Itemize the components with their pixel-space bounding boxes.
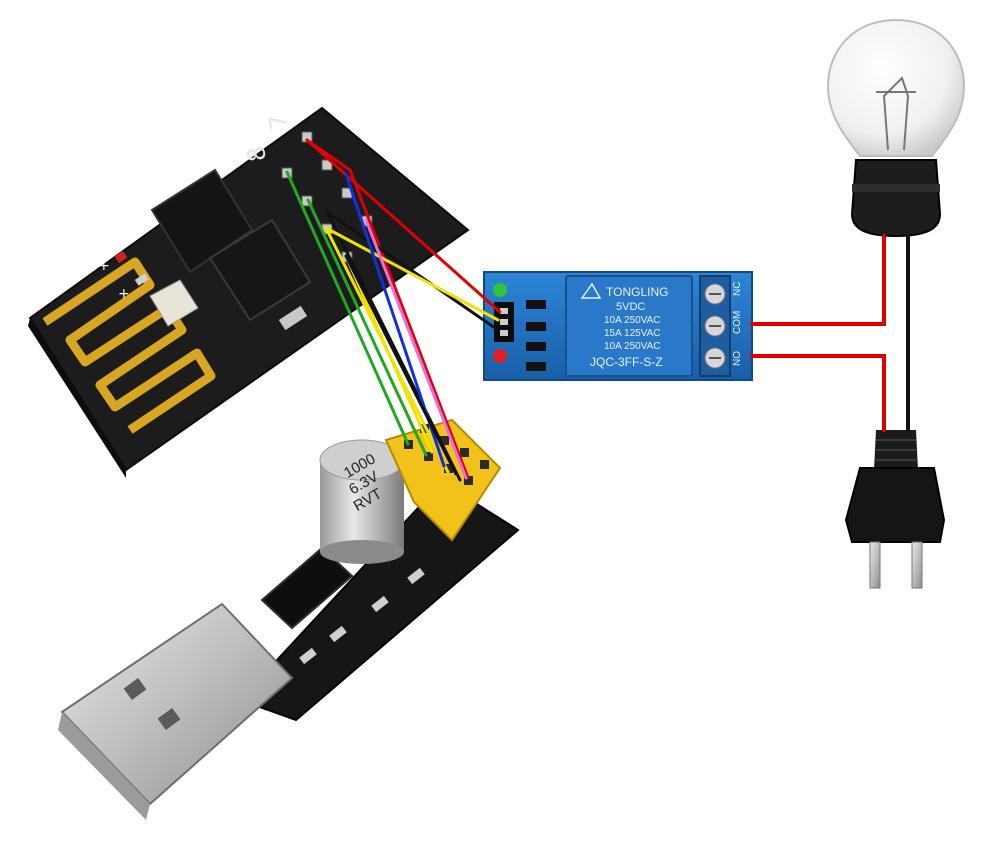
smd-comp: [407, 567, 425, 585]
smd-comp: [526, 342, 546, 351]
power-plug: [844, 430, 946, 589]
mains-wire-red-com: [750, 234, 886, 326]
relay-module: TONGLING 5VDC 10A 250VAC 15A 125VAC 10A …: [483, 271, 753, 381]
relay-logo: [580, 282, 602, 299]
power-led: [493, 283, 507, 297]
smd-comp: [371, 595, 389, 613]
relay-rating-3: 10A 250VAC: [604, 341, 661, 352]
wire-red-vcc-2: [305, 138, 470, 480]
wire-yellow-rx: [344, 254, 434, 454]
relay-brand: TONGLING: [606, 285, 668, 299]
relay-voltage: 5VDC: [616, 301, 645, 313]
wire-green: [285, 170, 410, 446]
mains-wires: [750, 234, 910, 432]
esp8266-chip: [208, 218, 312, 322]
bulb-glass: [826, 18, 966, 157]
relay-model: JQC-3FF-S-Z: [590, 355, 663, 369]
usb-plug: [60, 602, 294, 806]
mains-wire-red-no: [750, 354, 886, 432]
plus-mark: +: [98, 258, 110, 274]
ch340-chip: [260, 546, 354, 630]
status-led: [493, 349, 507, 363]
smd-comp: [526, 362, 546, 371]
plug-prong: [911, 541, 923, 589]
yellow-pin-header: [384, 418, 502, 542]
pin-label: 7: [264, 112, 294, 132]
socket-ring: [852, 184, 940, 192]
smd-comp: [526, 322, 546, 331]
smd-comp: [134, 273, 149, 286]
relay-rating-2: 15A 125VAC: [604, 328, 661, 339]
terminal-label-com: COM: [732, 311, 743, 334]
wire-violet: [364, 218, 468, 480]
bulb-socket: [850, 159, 942, 238]
smd-comp: [299, 647, 317, 665]
plug-prong: [869, 541, 881, 589]
usb-slot: [157, 708, 181, 730]
smd-led: [114, 250, 128, 264]
filament: [876, 76, 916, 151]
electrolytic-capacitor: 1000 6.3V RVT: [319, 439, 405, 564]
terminal-label-no: NO: [732, 351, 743, 366]
esp01-module: + + 7 8: [28, 106, 470, 478]
wire-black-gnd: [325, 210, 500, 332]
wire-yellow-signal: [324, 226, 500, 322]
plus-mark: +: [118, 286, 130, 302]
usb-adapter: 1000 6.3V RVT: [58, 418, 520, 820]
wire-red-vcc: [305, 138, 502, 314]
usb-slot: [123, 678, 147, 700]
wires: [285, 138, 502, 482]
usb-plug-face: [58, 712, 150, 820]
smd-comp: [526, 300, 546, 309]
light-bulb: [826, 18, 966, 238]
terminal-label-nc: NC: [732, 282, 743, 296]
crystal: [149, 279, 199, 327]
pin-label: 8: [242, 144, 272, 164]
esp01-pcb-edge: [28, 318, 126, 478]
wire-green-2: [306, 198, 428, 457]
relay-rating-1: 10A 250VAC: [604, 315, 661, 326]
smd-comp: [278, 305, 308, 331]
plug-body: [844, 467, 946, 543]
smd-comp: [329, 625, 347, 643]
relay-body: [565, 275, 693, 377]
wire-black-gnd-usb: [344, 254, 458, 476]
